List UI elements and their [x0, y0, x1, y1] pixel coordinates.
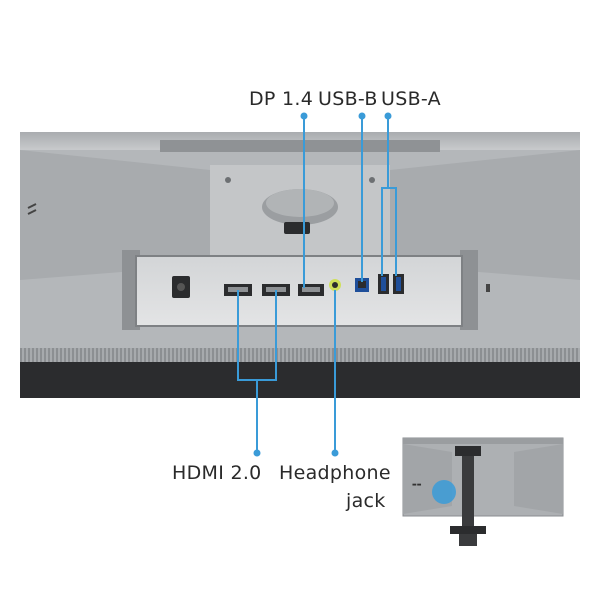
hdmi-label: HDMI 2.0 — [172, 462, 262, 484]
hdmi-callout-dot — [253, 449, 261, 457]
headphone-label-line2: jack — [346, 490, 386, 512]
headphone-callout-dot — [331, 449, 339, 457]
monitor-thumbnail: ▬▬ — [402, 437, 564, 546]
dp-label: DP 1.4 — [249, 88, 314, 110]
usb-b-label: USB-B — [318, 88, 378, 110]
headphone-label-line1: Headphone — [279, 462, 391, 484]
callout-lines — [237, 112, 397, 457]
usb-a-label: USB-A — [381, 88, 441, 110]
svg-text:▬▬: ▬▬ — [412, 482, 422, 488]
security-slot — [486, 284, 490, 292]
headphone-jack-port — [329, 279, 341, 291]
usb-b-callout-dot — [358, 112, 366, 120]
usb-a-callout-dot — [384, 112, 392, 120]
port-panel — [135, 255, 490, 327]
port-area-highlight — [432, 480, 456, 504]
usb-a-bracket — [381, 187, 397, 276]
usb-a-port-2 — [393, 274, 404, 294]
dp-callout-dot — [300, 112, 308, 120]
usb-a-port-1 — [378, 274, 389, 294]
displayport-port — [298, 284, 324, 296]
usb-b-port — [355, 278, 369, 292]
